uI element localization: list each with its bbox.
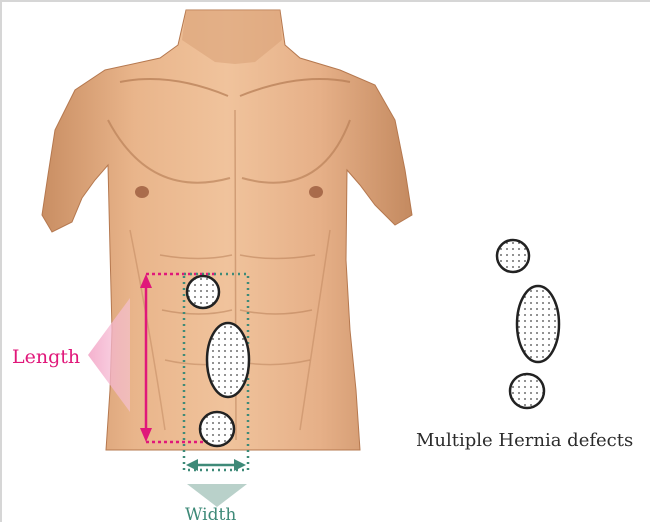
width-label: Width	[185, 505, 236, 525]
defect-middle	[207, 323, 249, 397]
multiple-defects-label: Multiple Hernia defects	[416, 430, 633, 451]
example-defect-middle	[517, 286, 559, 362]
length-pointer-triangle	[88, 298, 130, 412]
defect-lower	[200, 412, 234, 446]
length-label: Length	[12, 346, 80, 368]
width-pointer-triangle	[187, 484, 247, 507]
example-defect-bottom	[510, 374, 544, 408]
multiple-defects-example	[497, 240, 559, 408]
example-defect-top	[497, 240, 529, 272]
defect-upper	[187, 276, 219, 308]
